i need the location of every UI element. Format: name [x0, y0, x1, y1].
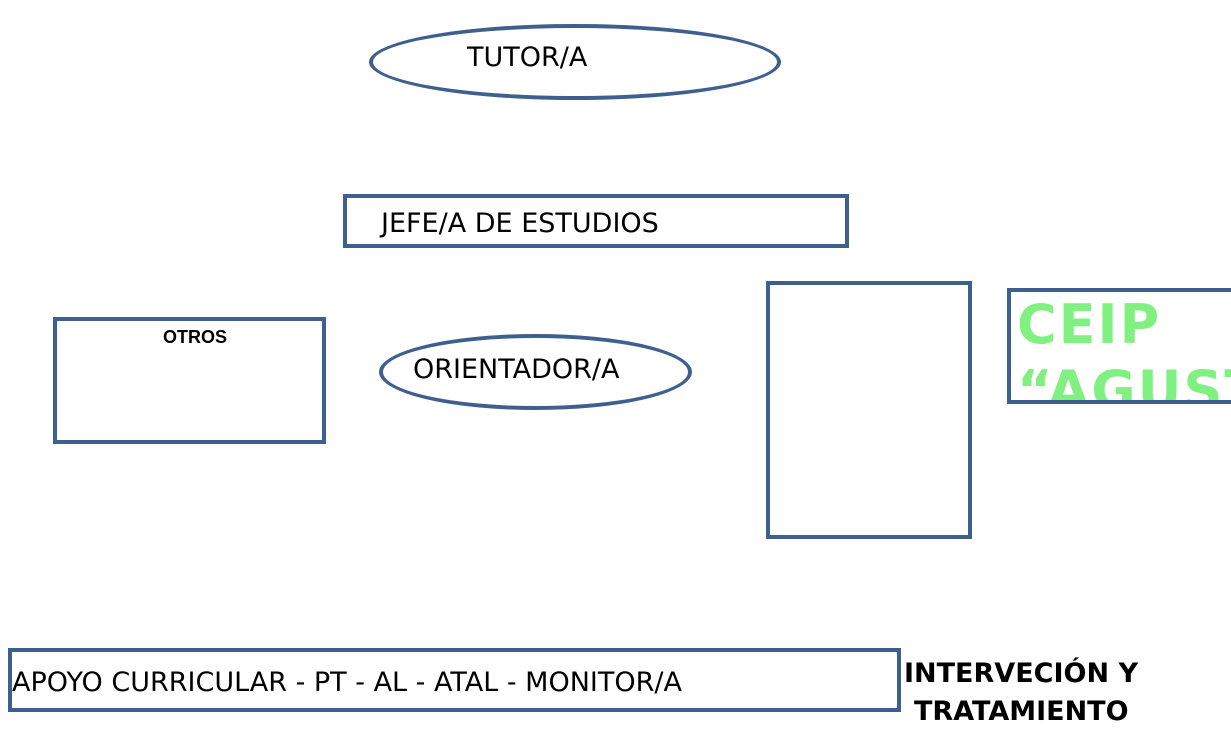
ceip-label-line2: “AGUSTÍ — [1017, 359, 1231, 404]
ceip-label-line1: CEIP — [1017, 293, 1162, 356]
empty-node — [766, 281, 972, 539]
apoyo-curricular-label: APOYO CURRICULAR - PT - AL - ATAL - MONI… — [12, 667, 682, 698]
orientador-label: ORIENTADOR/A — [413, 354, 620, 385]
intervencion-line1: INTERVECIÓN Y — [904, 658, 1138, 689]
tutor-node: TUTOR/A — [369, 24, 781, 100]
jefe-estudios-label: JEFE/A DE ESTUDIOS — [381, 208, 659, 239]
otros-node: OTROS — [53, 317, 326, 444]
intervencion-line2: TRATAMIENTO — [914, 696, 1129, 727]
apoyo-curricular-node: APOYO CURRICULAR - PT - AL - ATAL - MONI… — [8, 648, 901, 712]
ceip-label: CEIP “AGUSTÍ — [1017, 292, 1231, 404]
jefe-estudios-node: JEFE/A DE ESTUDIOS — [343, 194, 849, 248]
tutor-label: TUTOR/A — [467, 42, 588, 73]
orientador-node: ORIENTADOR/A — [379, 334, 692, 410]
ceip-node: CEIP “AGUSTÍ — [1007, 288, 1231, 404]
intervencion-tratamiento-label: INTERVECIÓN Y TRATAMIENTO — [904, 655, 1231, 731]
otros-label: OTROS — [163, 327, 228, 347]
